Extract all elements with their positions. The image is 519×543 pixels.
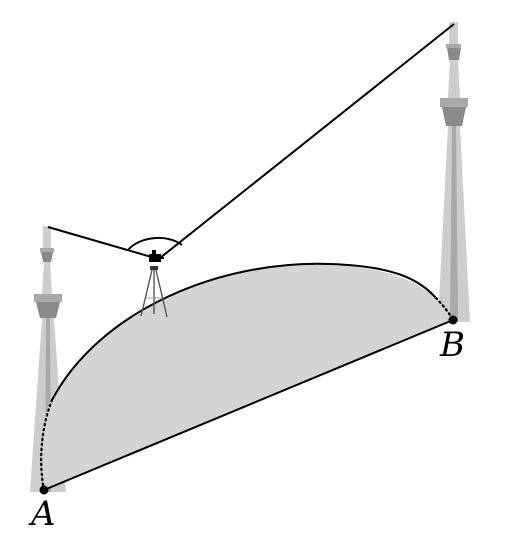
- sight-line-left: [47, 226, 156, 259]
- tripod-instrument: [140, 250, 168, 318]
- point-b-dot: [448, 315, 458, 325]
- angle-arc: [127, 236, 183, 251]
- chord-ab: [43, 319, 454, 491]
- point-a-dot: [39, 485, 49, 495]
- point-a-label: A: [31, 494, 56, 534]
- arc-curve: [51, 262, 437, 401]
- point-b-label: B: [440, 325, 465, 365]
- sight-line-right: [159, 23, 455, 259]
- shaded-region: [40, 263, 453, 490]
- arc-dotted-left: [40, 398, 54, 492]
- right-tower: [438, 22, 470, 322]
